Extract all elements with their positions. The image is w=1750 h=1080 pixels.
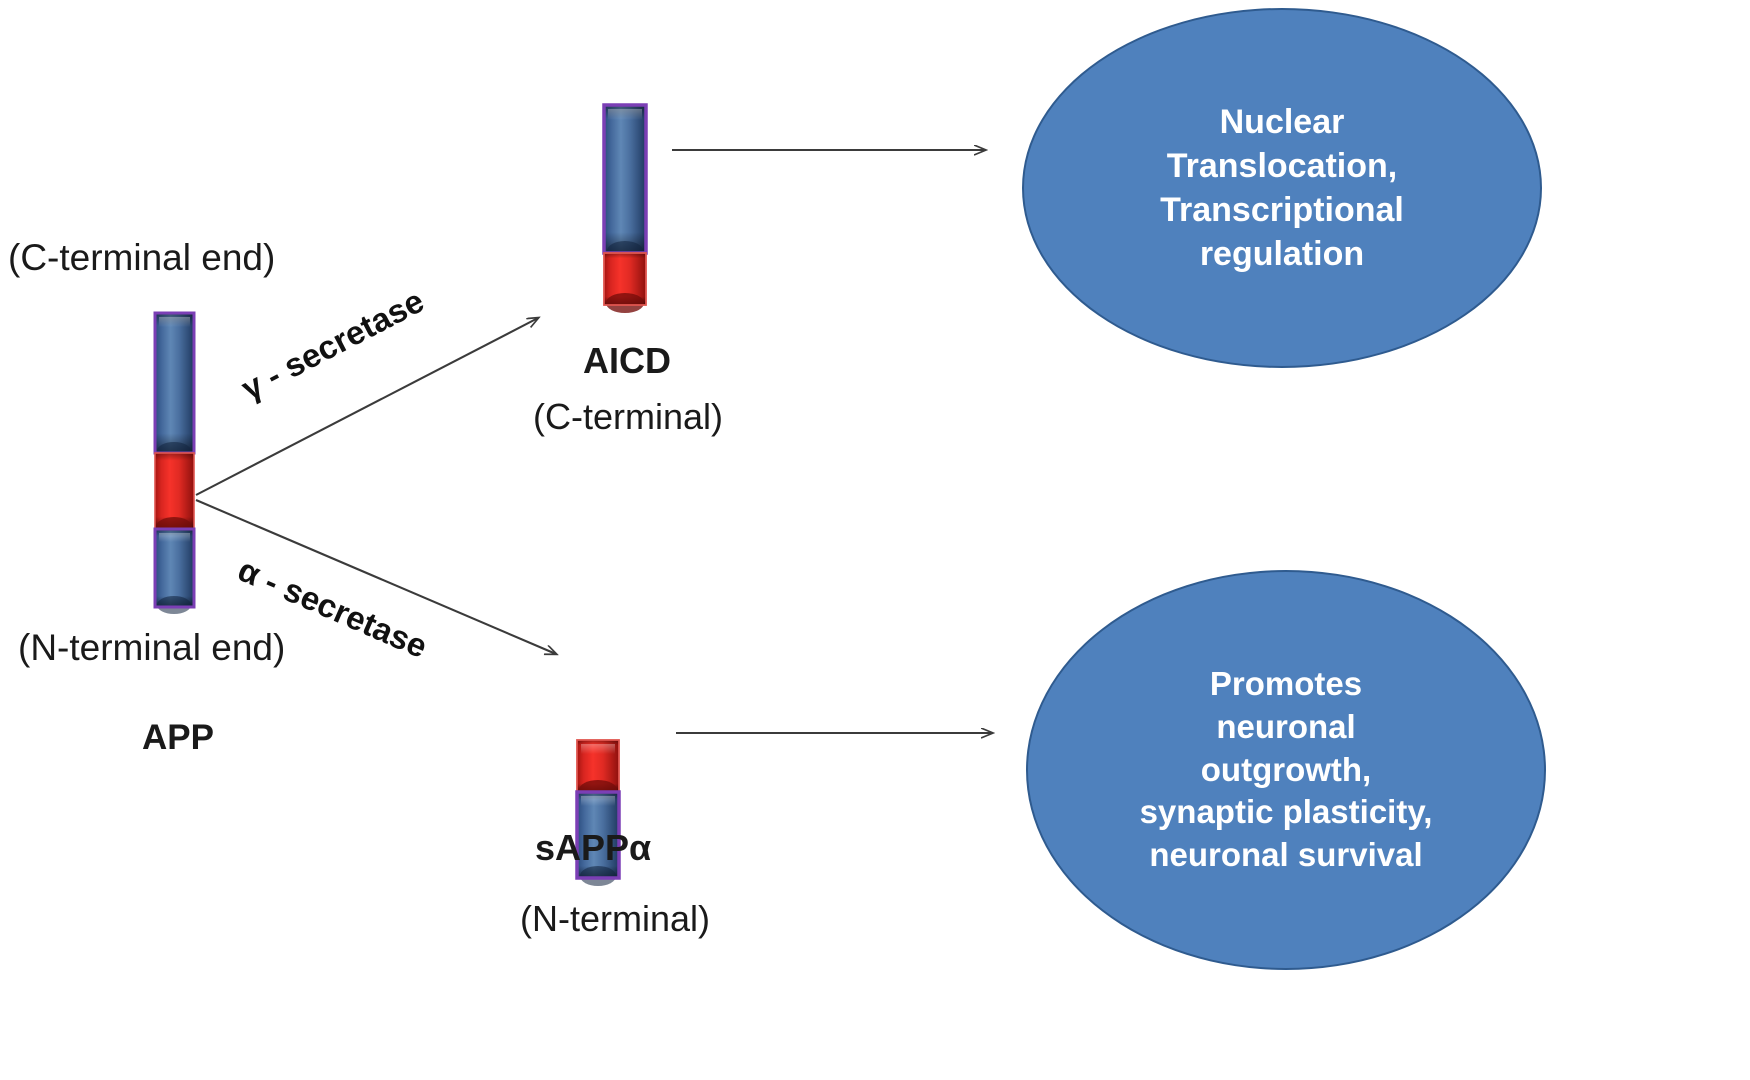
outcome-ellipse-promotes[interactable]: Promotes neuronal outgrowth, synaptic pl… (1026, 570, 1546, 970)
outcome-ellipse-nuclear[interactable]: Nuclear Translocation, Transcriptional r… (1022, 8, 1542, 368)
aicd-sub-label: (C-terminal) (533, 396, 724, 437)
gamma-secretase-arrow (195, 318, 538, 496)
app-blue-bottom-segment (153, 527, 196, 614)
app-n-terminal-label: (N-terminal end) (18, 627, 286, 668)
aicd-red-segment (603, 252, 647, 313)
sappa-red-segment (576, 739, 620, 800)
app-protein-bar (153, 311, 196, 614)
outcome-text-promotes: Promotes neuronal outgrowth, synaptic pl… (1139, 664, 1433, 874)
outcome-text-nuclear: Nuclear Translocation, Transcriptional r… (1160, 102, 1404, 274)
aicd-protein-bar (602, 103, 648, 313)
aicd-blue-segment (602, 103, 648, 261)
alpha-secretase-arrow (195, 499, 556, 654)
sappa-blue-segment (575, 790, 621, 886)
sappa-protein-bar (575, 739, 621, 886)
aicd-name-label: AICD (583, 340, 671, 381)
app-blue-top-segment (153, 311, 196, 460)
app-red-middle-segment (154, 452, 195, 537)
sappa-name-label: sAPPα (535, 827, 652, 868)
app-name-label: APP (142, 718, 214, 757)
sappa-sub-label: (N-terminal) (520, 898, 711, 939)
app-c-terminal-label: (C-terminal end) (8, 237, 276, 278)
